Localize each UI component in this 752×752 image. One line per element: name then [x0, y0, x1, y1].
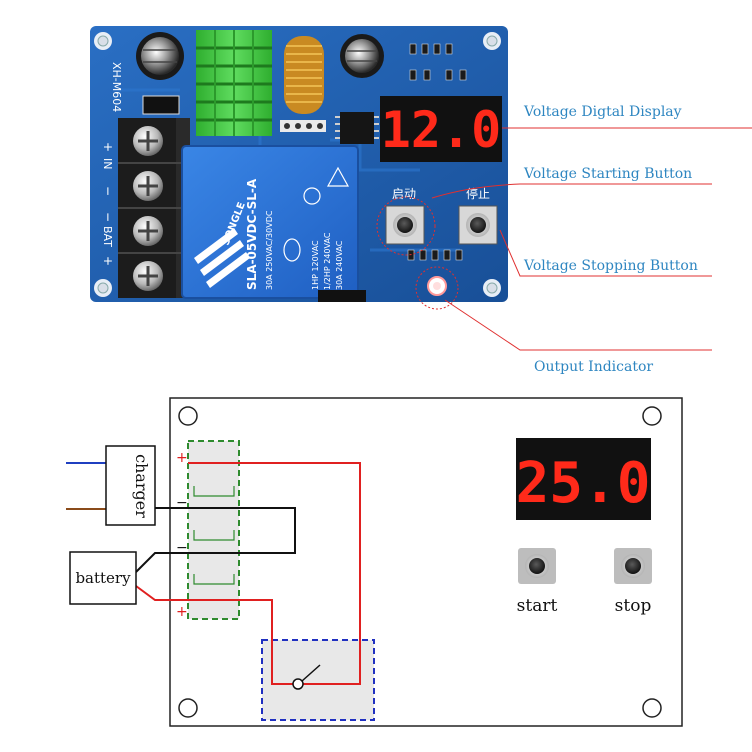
- push-button-icon: [385, 205, 425, 245]
- led-icon: [427, 276, 447, 296]
- mounting-hole-icon: [178, 698, 198, 718]
- mounting-hole-icon: [94, 32, 112, 50]
- pin-header: [280, 120, 326, 132]
- push-button-icon: [614, 548, 652, 584]
- stop-label: stop: [615, 596, 652, 616]
- wire-positive: [135, 462, 361, 685]
- charger-box: [105, 445, 156, 526]
- mounting-hole-icon: [178, 406, 198, 426]
- push-button-icon: [458, 205, 498, 245]
- board-model-label: XH-M604: [110, 62, 123, 112]
- terminal-label: IN: [101, 158, 114, 169]
- bottom-connector: [318, 290, 366, 302]
- terminal-label: −: [101, 212, 115, 222]
- terminal-label: +: [101, 142, 115, 152]
- certification-marks-icon: [283, 166, 350, 262]
- pcb-photo: XH-M604 + IN − − BAT +: [90, 26, 508, 310]
- capacitor-icon: [340, 34, 384, 78]
- wiring-diagram: + − − + charger battery: [66, 397, 683, 727]
- polarity-mark: +: [176, 450, 188, 466]
- capacitor-icon: [136, 32, 184, 80]
- relay-model: SLA-05VDC-SL-A: [245, 178, 259, 290]
- mounting-hole-icon: [642, 406, 662, 426]
- callout-lines: [431, 127, 752, 351]
- relay-rating: 1/2HP 240VAC: [323, 232, 332, 290]
- display-value: 12.0: [381, 101, 501, 159]
- seven-segment-display: 12.0: [380, 96, 502, 162]
- terminal-block: [118, 118, 190, 298]
- callout-output: Output Indicator: [534, 359, 653, 375]
- terminal-label: −: [101, 186, 115, 196]
- push-button-icon: [518, 548, 556, 584]
- songle-logo-icon: [194, 228, 250, 288]
- battery-label: battery: [75, 569, 131, 587]
- callout-display: Voltage Digtal Display: [523, 104, 682, 120]
- output-led-highlight: [415, 266, 459, 310]
- mounting-hole-icon: [483, 32, 501, 50]
- heatsink-icon: [196, 30, 272, 136]
- screw-terminal-icon: [133, 216, 163, 246]
- stop-label-cn: 停止: [466, 186, 490, 201]
- terminal-strip: [187, 440, 240, 620]
- charger-label: charger: [132, 454, 151, 518]
- relay: SONGLE SLA-05VDC-SL-A 30A 250VAC/30VDC 1…: [181, 145, 359, 299]
- mounting-hole-icon: [642, 698, 662, 718]
- start-button-highlight: [376, 196, 436, 256]
- relay-rating: 30A 250VAC/30VDC: [265, 210, 274, 290]
- callout-stop: Voltage Stopping Button: [523, 258, 698, 274]
- screw-terminal-icon: [133, 261, 163, 291]
- diagram-display: 25.0: [516, 438, 651, 520]
- terminal-label: +: [101, 256, 115, 266]
- inductor-icon: [284, 36, 324, 114]
- mounting-hole-icon: [483, 279, 501, 297]
- relay-switch-box: [261, 639, 375, 721]
- polarity-mark: +: [176, 604, 188, 620]
- terminal-labels: + IN − − BAT +: [101, 142, 115, 266]
- polarity-mark: −: [176, 495, 188, 511]
- relay-rating: 1HP 120VAC: [311, 240, 320, 290]
- wire-negative: [135, 507, 296, 573]
- relay-switch-icon: [292, 664, 321, 690]
- polarity-mark: −: [176, 540, 188, 556]
- ic-chip: [335, 112, 379, 144]
- terminal-label: BAT: [101, 226, 114, 247]
- screw-terminal-icon: [133, 171, 163, 201]
- mounting-hole-icon: [94, 279, 112, 297]
- relay-rating: 30A 240VAC: [335, 240, 344, 290]
- callout-start: Voltage Starting Button: [523, 166, 692, 182]
- diagram-display-value: 25.0: [516, 451, 651, 516]
- diode-component: [142, 95, 180, 115]
- screw-terminal-icon: [133, 126, 163, 156]
- battery-box: [69, 551, 137, 605]
- start-label: start: [517, 596, 558, 616]
